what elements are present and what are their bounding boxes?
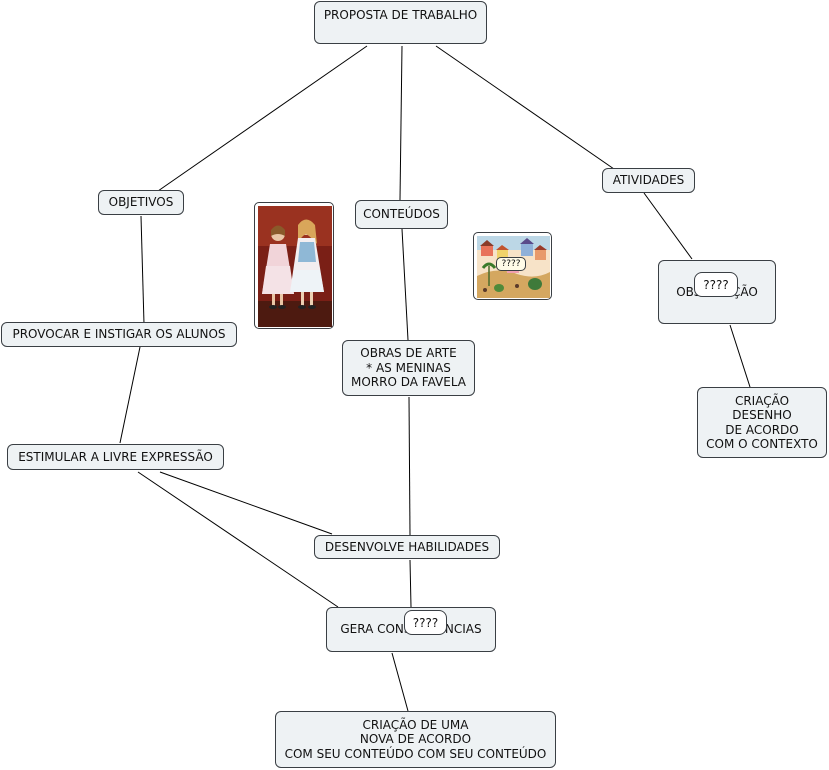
node-estimular-expressao[interactable]: ESTIMULAR A LIVRE EXPRESSÃO bbox=[7, 444, 224, 470]
link-provocar-estimular bbox=[119, 346, 141, 444]
link-estimular-gera bbox=[137, 471, 339, 608]
painting-favela-icon bbox=[477, 236, 550, 298]
bubble-gera[interactable]: ???? bbox=[404, 610, 447, 635]
node-criacao-nova[interactable]: CRIAÇÃO DE UMA NOVA DE ACORDO COM SEU CO… bbox=[275, 711, 556, 768]
link-proposta-atividades bbox=[435, 45, 615, 170]
link-objetivos-provocar bbox=[140, 215, 145, 325]
link-proposta-objetivos bbox=[157, 45, 368, 192]
node-proposta-de-trabalho[interactable]: PROPOSTA DE TRABALHO bbox=[314, 1, 487, 44]
image-favela[interactable]: ???? bbox=[473, 232, 552, 300]
link-gera-criacao bbox=[391, 652, 409, 712]
node-conteudos[interactable]: CONTEÚDOS bbox=[355, 200, 448, 229]
link-atividades-observacao bbox=[643, 192, 693, 260]
bubble-observacao[interactable]: ???? bbox=[694, 272, 738, 297]
painting-girls-icon bbox=[258, 206, 332, 327]
node-criacao-desenho[interactable]: CRIAÇÃO DESENHO DE ACORDO COM O CONTEXTO bbox=[697, 387, 827, 458]
link-conteudos-obras bbox=[401, 228, 409, 341]
link-proposta-conteudos bbox=[399, 45, 403, 201]
link-desenvolve-gera bbox=[409, 559, 412, 608]
node-provocar-instigar[interactable]: PROVOCAR E INSTIGAR OS ALUNOS bbox=[1, 322, 237, 347]
link-obras-desenvolve bbox=[408, 396, 411, 536]
image-meninas[interactable] bbox=[254, 202, 334, 329]
bubble-favela[interactable]: ???? bbox=[496, 257, 526, 271]
node-objetivos[interactable]: OBJETIVOS bbox=[98, 190, 184, 215]
link-observacao-criacao bbox=[729, 324, 751, 388]
node-atividades[interactable]: ATIVIDADES bbox=[602, 168, 695, 193]
node-desenvolve-habilidades[interactable]: DESENVOLVE HABILIDADES bbox=[314, 535, 500, 559]
node-obras-de-arte[interactable]: OBRAS DE ARTE * AS MENINAS MORRO DA FAVE… bbox=[342, 340, 475, 396]
link-estimular-desenvolve bbox=[159, 471, 333, 535]
